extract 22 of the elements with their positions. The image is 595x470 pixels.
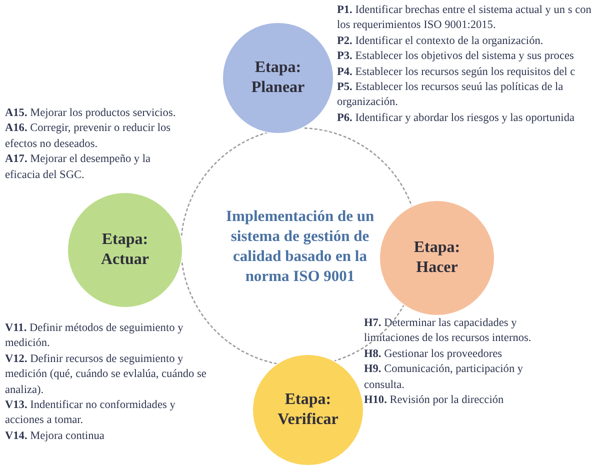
list-item: A15. Mejorar los productos servicios. xyxy=(5,106,177,121)
list-item: P3. Establecer los objetivos del sistema y sus proces xyxy=(337,49,575,64)
list-item: V14. Mejora continua xyxy=(5,428,106,444)
list-item: P6. Identificar y abordar los riesgos y las oportunida xyxy=(337,110,576,126)
list-item: A16. Corregir, prevenir o reducir los efectos no deseados. xyxy=(5,121,172,152)
stage-label: Etapa: Hacer xyxy=(412,238,462,278)
list-item: V12. Definir recursos de seguimiento y medición (qué, cuándo se evlalúa, cuándo se analiza). xyxy=(5,352,208,398)
list-item: A17. Mejorar el desempeño y la eficacia del SGC. xyxy=(5,152,152,183)
list-item: H9. Comunicación, participación y consulta. xyxy=(364,362,524,393)
list-item: H10. Revisión por la dirección xyxy=(364,393,505,408)
list-item: P2. Identificar el contexto de la organización. xyxy=(337,34,544,49)
list-item: P1. Identificar brechas entre el sistema actual y un s con los requerimientos ISO 9001:2015. xyxy=(337,3,592,34)
stage-label: Etapa: Planear xyxy=(250,58,306,98)
list-item: P5. Establecer los recursos seuú las políticas de la organización. xyxy=(337,80,564,110)
center-title: Implementación de un sistema de gestión de calidad basado en la norma ISO 9001 xyxy=(224,206,376,288)
stage-label: Etapa: Verificar xyxy=(276,390,340,430)
list-item: V13. Indentificar no conformidades y acciones a tomar. xyxy=(5,398,176,428)
list-item: H8. Gestionar los proveedores xyxy=(364,346,504,362)
stage-label: Etapa: Actuar xyxy=(100,230,150,270)
list-item: H7. Determinar las capacidades y limitaciones de los recursos internos. xyxy=(364,316,532,346)
list-item: P4. Establecer los recursos según los requisitos del c xyxy=(337,64,576,80)
list-item: V11. Definir métodos de seguimiento y medición. xyxy=(5,321,184,352)
